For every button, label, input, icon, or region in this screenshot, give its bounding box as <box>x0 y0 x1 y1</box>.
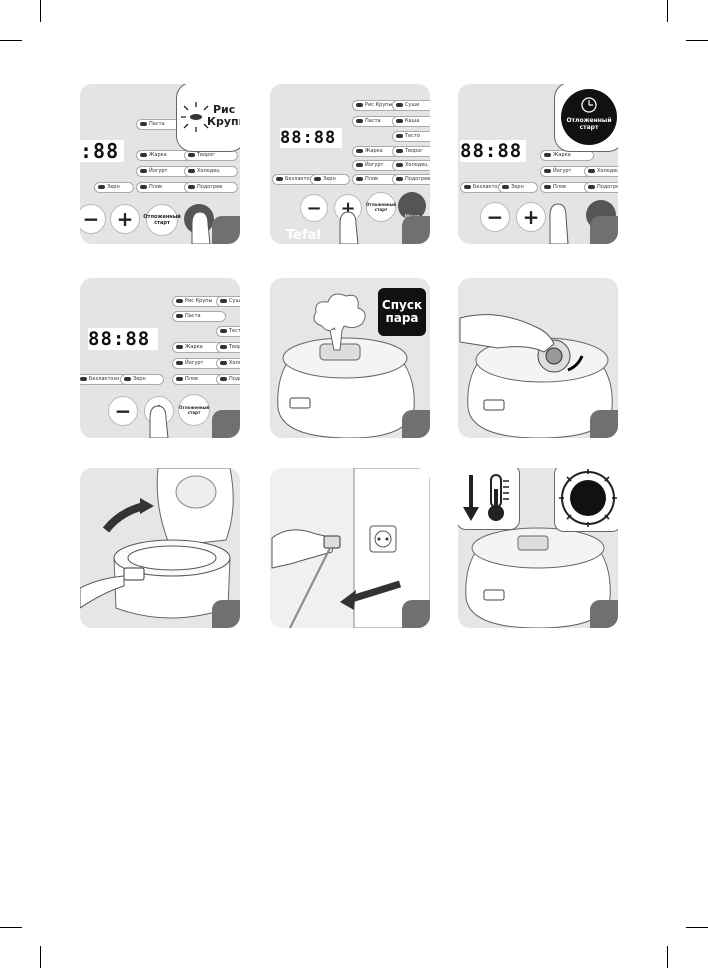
crop-mark <box>667 946 668 968</box>
step-badge <box>402 600 430 628</box>
step-panel-2: 88:88 Рис Крупы Паста Жарка Йогурт Плов … <box>270 84 430 244</box>
program-porridge: Каша <box>392 116 430 127</box>
indicator-light-icon <box>181 102 209 132</box>
cooker-icon <box>277 293 415 438</box>
step-panel-1: :88 Паста Жарка Йогурт Плов Творог Холод… <box>80 84 240 244</box>
step-panel-3: 88:88 Жарка Йогурт Плов Холодец Подогрев… <box>458 84 618 244</box>
program-grain: Зерн <box>120 374 164 385</box>
steam-release-line1: Спуск <box>381 298 423 313</box>
time-display: 88:88 <box>280 128 342 148</box>
delay-overlay-label: Отложенный старт <box>566 117 612 131</box>
step-badge <box>212 216 240 244</box>
pressure-knob-icon <box>559 469 617 527</box>
cooldown-icon <box>465 527 611 628</box>
program-curd: Творог <box>392 146 430 157</box>
program-pasta: Паста <box>172 311 226 322</box>
rice-overlay-line1: Рис <box>213 103 236 116</box>
minus-button[interactable]: − <box>108 396 138 426</box>
brand-logo: Tefal <box>286 228 321 243</box>
finger-icon <box>191 211 211 244</box>
minus-button[interactable]: − <box>80 204 106 234</box>
program-cold: Холодец <box>392 160 430 171</box>
crop-mark <box>40 946 41 968</box>
step-panel-4: 88:88 Рис Крупы Паста Жарка Йогурт Плов … <box>80 278 240 438</box>
minus-button[interactable]: − <box>300 194 328 222</box>
finger-icon <box>149 405 169 438</box>
finger-icon <box>339 211 359 244</box>
crop-mark <box>0 927 22 928</box>
program-reheat: Подогрев <box>584 182 618 193</box>
time-display: :88 <box>80 140 124 162</box>
delay-start-button[interactable]: Отложенный старт <box>366 192 396 222</box>
program-grain: Зерн <box>310 174 350 185</box>
step-badge <box>402 216 430 244</box>
program-soup: Суши <box>216 296 240 307</box>
step-panel-5: Спуск пара <box>270 278 430 438</box>
crop-mark <box>686 927 708 928</box>
open-lid-icon <box>80 468 234 619</box>
program-cold: Холодец <box>584 166 618 177</box>
rice-overlay-line2: Крупы <box>207 115 240 128</box>
delay-overlay: Отложенный старт <box>554 84 618 152</box>
step-badge <box>402 410 430 438</box>
step-badge <box>212 600 240 628</box>
step-panel-7 <box>80 468 240 628</box>
thermometer-down-icon <box>463 474 509 521</box>
minus-button[interactable]: − <box>480 202 510 232</box>
delay-start-button[interactable]: Отложенный старт <box>143 204 181 236</box>
plus-button[interactable]: + <box>516 202 546 232</box>
crop-mark <box>0 40 22 41</box>
clock-icon <box>581 97 597 113</box>
step-badge <box>590 216 618 244</box>
steam-release-line2: пара <box>385 311 419 325</box>
program-dough: Тесто <box>392 131 430 142</box>
program-reheat: Подогрев <box>216 374 240 385</box>
plus-button[interactable]: + <box>110 204 140 234</box>
program-grain: Зерн <box>94 182 134 193</box>
crop-mark <box>667 0 668 22</box>
program-cold: Холодец <box>216 358 240 369</box>
crop-mark <box>686 40 708 41</box>
program-cold: Холодец <box>184 166 238 177</box>
program-curd: Творог <box>216 342 240 353</box>
rice-overlay: Рис Крупы <box>176 84 240 152</box>
step-panel-6 <box>458 278 618 438</box>
program-grain: Зерн <box>498 182 538 193</box>
knob-overlay <box>554 468 618 532</box>
step-badge <box>590 410 618 438</box>
program-dough: Тесто <box>216 326 240 337</box>
time-display: 88:88 <box>88 328 158 350</box>
program-soup: Суши <box>392 100 430 111</box>
program-reheat: Подогрев <box>392 174 430 185</box>
step-panel-9 <box>458 468 618 628</box>
step-badge <box>590 600 618 628</box>
delay-start-button[interactable]: Отложенный старт <box>178 394 210 426</box>
cooker-knob-icon <box>459 314 613 438</box>
time-display: 88:88 <box>460 140 526 162</box>
step-badge <box>212 410 240 438</box>
crop-mark <box>40 0 41 22</box>
step-panel-8 <box>270 468 430 628</box>
program-reheat: Подогрев <box>184 182 238 193</box>
finger-icon <box>549 203 569 244</box>
steam-release-overlay: Спуск пара <box>378 288 426 336</box>
thermometer-overlay <box>458 468 520 530</box>
